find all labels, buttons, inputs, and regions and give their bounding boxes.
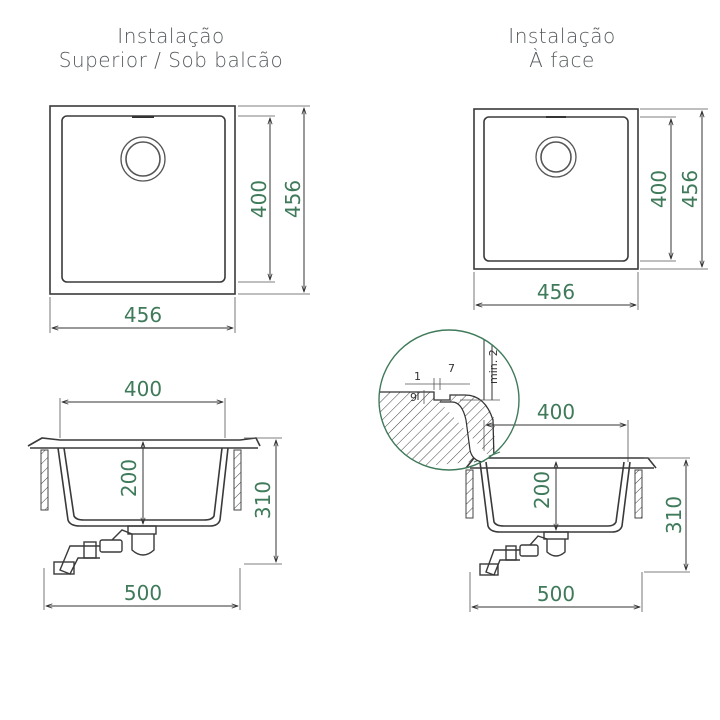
- detail-dim-7: 7: [448, 362, 455, 375]
- right-side-total-depth: 310: [662, 496, 686, 534]
- right-side-inner-width: 400: [537, 400, 575, 424]
- left-top-view: 400 456 456: [49, 105, 310, 333]
- left-side-depth: 200: [117, 459, 141, 497]
- left-top-outer-width: 456: [124, 303, 162, 327]
- right-title-line2: À face: [529, 48, 595, 72]
- right-side-depth: 200: [530, 471, 554, 509]
- right-side-view: 400 200 310 50: [465, 400, 690, 612]
- left-side-view: 400 200 310 50: [27, 377, 282, 610]
- right-side-total-width: 500: [537, 582, 575, 606]
- edge-detail-callout: 1 7 9 min. 2: [378, 329, 520, 471]
- right-top-outer-width: 456: [537, 280, 575, 304]
- left-title-line2: Superior / Sob balcão: [58, 48, 284, 72]
- detail-dim-9: 9: [410, 391, 417, 404]
- right-drain-pipe: [479, 531, 569, 576]
- detail-dim-1: 1: [414, 370, 421, 383]
- left-top-outer-height: 456: [281, 180, 305, 218]
- right-top-outer-height: 456: [678, 170, 702, 208]
- left-title: Instalação Superior / Sob balcão: [40, 24, 302, 72]
- left-drain-pipe: [53, 525, 157, 575]
- left-top-inner-height: 400: [247, 180, 271, 218]
- detail-dim-min: min. 2: [487, 349, 500, 384]
- left-side-total-depth: 310: [251, 481, 275, 519]
- right-title: Instalação À face: [462, 24, 662, 72]
- right-top-inner-height: 400: [647, 170, 671, 208]
- left-title-line1: Instalação: [117, 24, 225, 48]
- left-side-total-width: 500: [124, 581, 162, 605]
- right-top-view: 400 456 456: [473, 108, 708, 310]
- right-title-line1: Instalação: [508, 24, 616, 48]
- left-side-inner-width: 400: [124, 377, 162, 401]
